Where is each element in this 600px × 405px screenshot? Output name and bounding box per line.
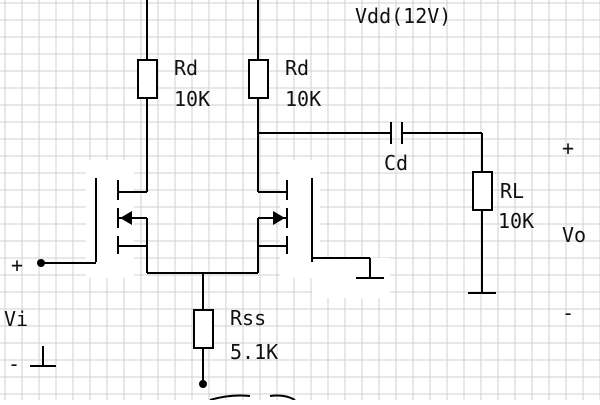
- drain-resistor-right: [248, 59, 269, 99]
- negative-supply-terminal: [199, 380, 207, 388]
- drain-resistor-right-value: 10K: [285, 87, 321, 111]
- supply-label: Vdd(12V): [355, 4, 451, 28]
- input-plus-sign: +: [11, 253, 23, 277]
- drain-resistor-right-name: Rd: [285, 56, 309, 80]
- label-masks: [86, 160, 390, 298]
- output-label: Vo: [562, 223, 586, 247]
- drain-resistor-left-value: 10K: [174, 87, 210, 111]
- output-minus-sign: -: [562, 301, 574, 325]
- negative-supply-wire-fragment-2: [269, 394, 296, 401]
- source-resistor: [193, 309, 214, 349]
- load-resistor-name: RL: [500, 179, 524, 203]
- capacitor-label: Cd: [384, 151, 408, 175]
- drain-resistor-left-name: Rd: [174, 56, 198, 80]
- source-resistor-name: Rss: [230, 306, 266, 330]
- left-mosfet: [95, 178, 148, 273]
- negative-supply-wire-fragment: [209, 394, 251, 401]
- output-plus-sign: +: [562, 136, 574, 160]
- drain-resistor-left: [137, 59, 158, 99]
- input-label: Vi: [4, 307, 28, 331]
- input-minus-sign: -: [8, 352, 20, 376]
- right-mosfet: [257, 178, 313, 273]
- load-resistor: [472, 171, 493, 211]
- source-resistor-value: 5.1K: [230, 340, 278, 364]
- load-resistor-value: 10K: [498, 209, 534, 233]
